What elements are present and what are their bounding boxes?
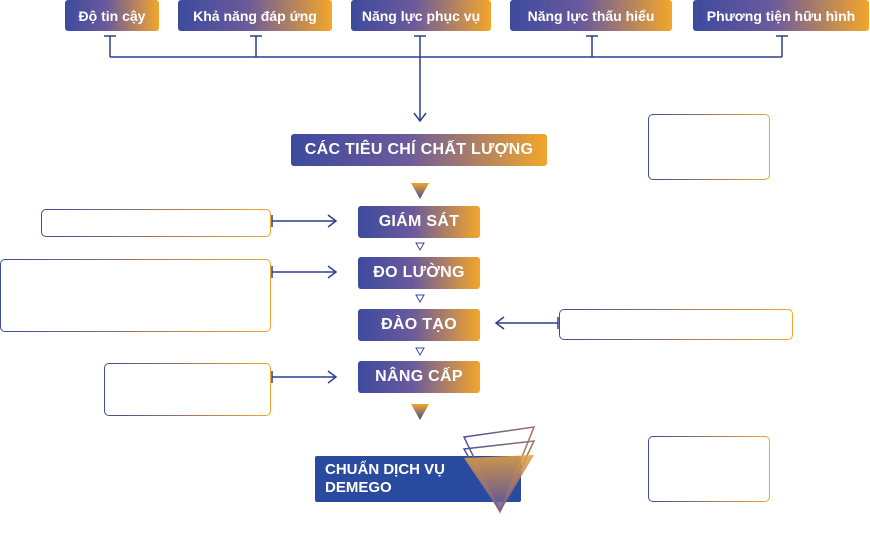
criteria-responsiveness: Khả năng đáp ứng bbox=[178, 0, 332, 31]
side-box-upgrade bbox=[104, 363, 271, 416]
step-label: ĐÀO TẠO bbox=[381, 316, 457, 333]
criteria-label: Độ tin cậy bbox=[78, 7, 146, 24]
criteria-reliability: Độ tin cậy bbox=[65, 0, 159, 31]
demego-standard-box: CHUẨN DỊCH VỤ DEMEGO bbox=[315, 456, 521, 502]
criteria-empathy: Năng lực thấu hiểu bbox=[510, 0, 672, 31]
step-monitoring: GIÁM SÁT bbox=[358, 206, 480, 238]
title-label: CÁC TIÊU CHÍ CHẤT LƯỢNG bbox=[304, 141, 534, 158]
criteria-tangibles: Phương tiện hữu hình bbox=[693, 0, 869, 31]
final-line1: CHUẨN DỊCH VỤ bbox=[325, 461, 445, 478]
criteria-assurance: Năng lực phục vụ bbox=[351, 0, 491, 31]
criteria-label: Phương tiện hữu hình bbox=[706, 7, 856, 24]
quality-criteria-title: CÁC TIÊU CHÍ CHẤT LƯỢNG bbox=[291, 134, 547, 166]
step-label: NÂNG CẤP bbox=[375, 368, 463, 385]
final-line2: DEMEGO bbox=[325, 479, 392, 496]
side-box-title bbox=[648, 114, 770, 180]
criteria-label: Năng lực phục vụ bbox=[361, 7, 481, 24]
side-box-training bbox=[559, 309, 793, 340]
step-label: GIÁM SÁT bbox=[378, 213, 460, 230]
step-training: ĐÀO TẠO bbox=[358, 309, 480, 341]
side-box-measurement bbox=[0, 259, 271, 332]
step-label: ĐO LƯỜNG bbox=[373, 264, 465, 281]
side-box-final bbox=[648, 436, 770, 502]
criteria-label: Năng lực thấu hiểu bbox=[527, 7, 655, 24]
side-box-monitoring bbox=[41, 209, 271, 237]
criteria-label: Khả năng đáp ứng bbox=[193, 7, 317, 24]
step-upgrade: NÂNG CẤP bbox=[358, 361, 480, 393]
step-measurement: ĐO LƯỜNG bbox=[358, 257, 480, 289]
